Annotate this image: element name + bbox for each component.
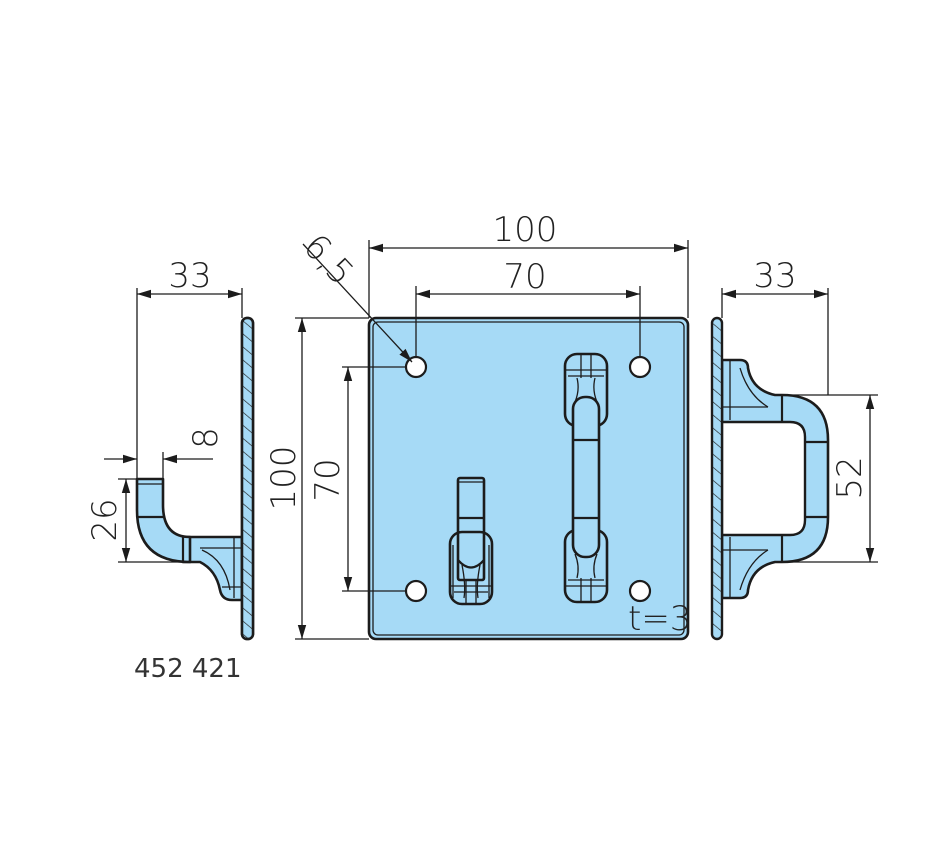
article-number: 452 421 <box>134 654 242 684</box>
dim-hole-spacing-h: 70 <box>415 257 641 357</box>
dim-front-height: 100 <box>264 317 369 640</box>
dim-right-loop-height: 52 <box>782 394 878 563</box>
right-side-view: 33 52 <box>710 256 878 641</box>
dim-right-depth: 33 <box>721 256 829 395</box>
plate-edge-line <box>372 321 685 636</box>
small-hook-front <box>448 476 494 606</box>
dim-text: 100 <box>493 210 558 250</box>
hole <box>404 355 428 379</box>
mounting-holes <box>404 355 652 603</box>
hole <box>628 579 652 603</box>
dim-left-depth: 33 <box>136 256 243 479</box>
thickness-label: t=3 <box>628 599 691 639</box>
dim-left-hook-height: 26 <box>85 478 183 563</box>
dim-text: 70 <box>308 458 348 501</box>
dim-front-width: 100 <box>368 210 689 318</box>
dim-text: 52 <box>830 456 870 499</box>
dim-text: 100 <box>264 446 304 511</box>
dim-text: 33 <box>168 256 211 296</box>
hole <box>404 579 428 603</box>
dim-text: 26 <box>85 498 125 541</box>
dim-text: 6,5 <box>295 227 361 294</box>
dim-left-hook-width: 8 <box>104 427 226 479</box>
dim-hole-spacing-v: 70 <box>308 366 406 592</box>
dim-text: 8 <box>186 427 226 449</box>
hole <box>628 355 652 379</box>
front-view: t=3 100 70 6,5 100 70 <box>264 210 691 641</box>
dim-text: 70 <box>503 257 546 297</box>
left-side-view: 33 8 26 452 421 <box>85 256 255 684</box>
dim-text: 33 <box>753 256 796 296</box>
bar-hook-front <box>563 352 609 604</box>
